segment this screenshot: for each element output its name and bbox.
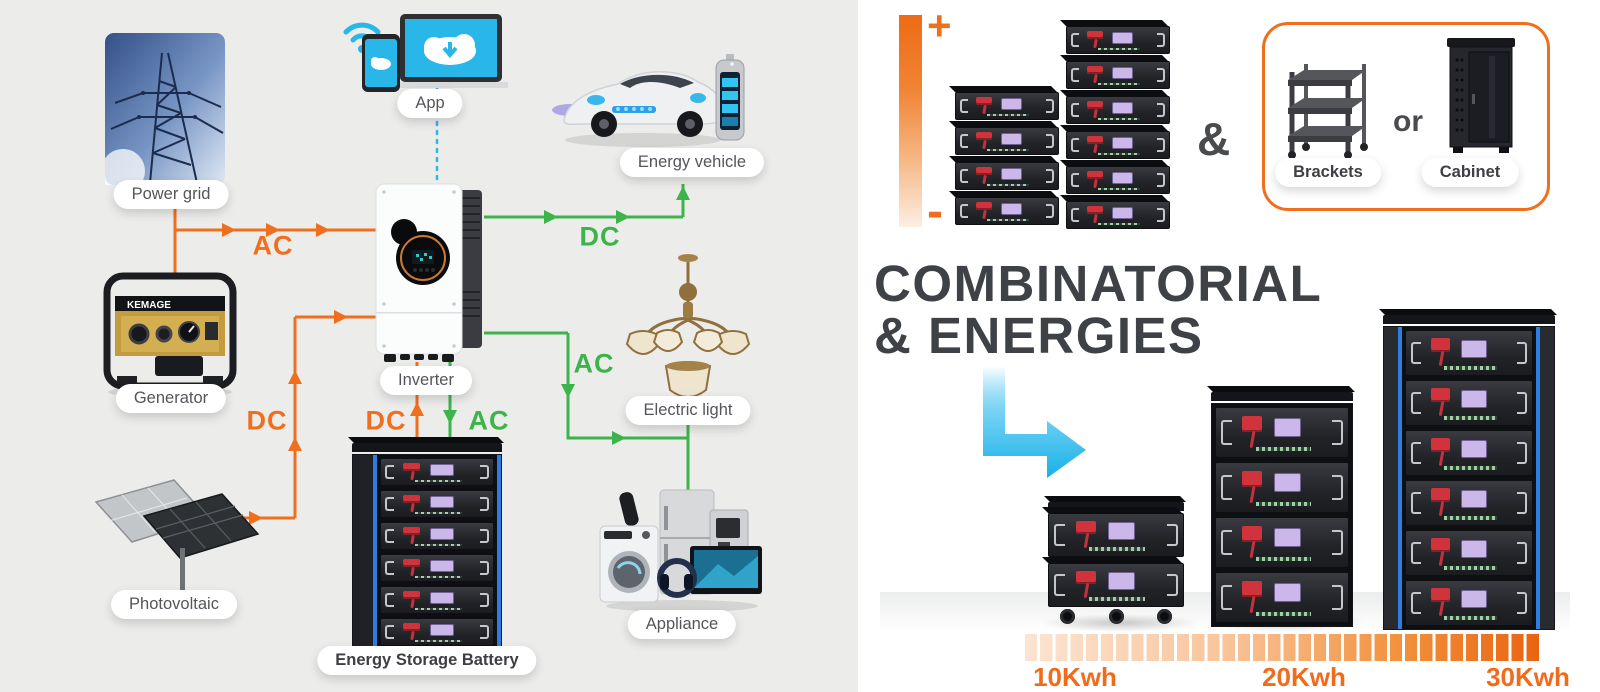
cabinet-side <box>1384 327 1398 629</box>
battery-module <box>1215 572 1349 623</box>
battery-module <box>1215 407 1349 458</box>
battery-module <box>949 156 1059 190</box>
battery-module <box>1042 507 1184 557</box>
energy-storage-battery-label: Energy Storage Battery <box>317 646 537 675</box>
laptop-icon <box>392 14 508 88</box>
inverter-dc-label: DC <box>365 405 407 436</box>
ampersand-text: & <box>1197 113 1231 165</box>
brackets-label: Brackets <box>1275 158 1381 187</box>
energy-vehicle-label: Energy vehicle <box>619 148 765 177</box>
cabinet-icon <box>1447 38 1515 153</box>
product-10kwh-image <box>1042 502 1184 624</box>
electric-light-label: Electric light <box>625 396 751 425</box>
brackets-icon <box>1288 64 1368 159</box>
appliance-label: Appliance <box>627 610 737 639</box>
battery-module <box>949 86 1059 120</box>
polarity-gradient-bar <box>899 15 922 227</box>
cabinet-label: Cabinet <box>1421 158 1519 187</box>
inverter-ac-label: AC <box>468 405 510 436</box>
battery-module <box>380 586 494 614</box>
battery-stack-6 <box>1060 20 1170 229</box>
battery-module <box>1042 557 1184 607</box>
phone-icon <box>362 34 400 92</box>
polarity-minus: - <box>927 185 943 238</box>
blue-arrow-icon <box>983 366 1086 478</box>
battery-module <box>1215 462 1349 513</box>
inverter-image <box>375 183 482 362</box>
generator-label: Generator <box>115 384 227 413</box>
generator-brand: KEMAGE <box>127 300 171 311</box>
battery-module <box>380 522 494 550</box>
pv-dc-label: DC <box>246 405 288 436</box>
battery-module <box>1060 160 1170 194</box>
headline-line2: & ENERGIES <box>874 307 1204 365</box>
vehicle-dc-label: DC <box>579 221 621 252</box>
product-30kwh-bay <box>1398 327 1540 629</box>
electric-light-image <box>625 254 751 414</box>
battery-module <box>1060 55 1170 89</box>
inverter-label: Inverter <box>380 366 472 395</box>
battery-module <box>380 490 494 518</box>
battery-module <box>1405 580 1533 626</box>
product-30kwh-image <box>1383 315 1555 630</box>
photovoltaic-label: Photovoltaic <box>111 590 237 619</box>
battery-module <box>380 618 494 646</box>
cabinet-side <box>1540 327 1554 629</box>
app-label: App <box>397 89 463 118</box>
battery-module <box>1060 90 1170 124</box>
product-10kwh-modules <box>1042 507 1184 607</box>
or-text: or <box>1393 105 1423 138</box>
cabinet-side <box>353 455 373 649</box>
battery-module <box>1405 330 1533 376</box>
battery-module <box>1405 480 1533 526</box>
appliance-image <box>599 489 762 612</box>
battery-module <box>380 554 494 582</box>
battery-module <box>1405 380 1533 426</box>
product-20kwh-image <box>1211 392 1353 627</box>
battery-module <box>1215 517 1349 568</box>
product-20kwh-bay <box>1212 404 1352 626</box>
capacity-gradient-bar <box>1025 634 1541 661</box>
polarity-plus: + <box>927 2 952 49</box>
generator-image: KEMAGE <box>103 272 237 398</box>
photovoltaic-image <box>94 479 260 598</box>
power-grid-label: Power grid <box>113 180 229 209</box>
battery-icon <box>715 54 745 141</box>
headline: COMBINATORIAL & ENERGIES <box>874 255 1323 365</box>
light-ac-label: AC <box>573 348 615 379</box>
headline-line1: COMBINATORIAL <box>874 255 1323 312</box>
battery-module <box>949 191 1059 225</box>
cabinet-lid <box>352 443 502 452</box>
battery-module <box>1405 530 1533 576</box>
battery-module <box>1060 125 1170 159</box>
capacity-20kwh: 20Kwh <box>1262 662 1346 692</box>
battery-module <box>949 121 1059 155</box>
power-grid-image <box>105 33 225 185</box>
energy-vehicle-image <box>552 54 745 147</box>
app-devices-image <box>343 14 508 92</box>
battery-module <box>1060 195 1170 229</box>
battery-bay <box>373 455 501 649</box>
battery-module <box>1060 20 1170 54</box>
battery-module <box>380 458 494 486</box>
product-casters <box>1048 607 1184 624</box>
grid-ac-label: AC <box>252 230 294 261</box>
energy-storage-battery-image <box>352 443 502 650</box>
capacity-30kwh: 30Kwh <box>1486 662 1570 692</box>
battery-module <box>1405 430 1533 476</box>
battery-stack-4 <box>949 86 1059 225</box>
capacity-10kwh: 10Kwh <box>1033 662 1117 692</box>
